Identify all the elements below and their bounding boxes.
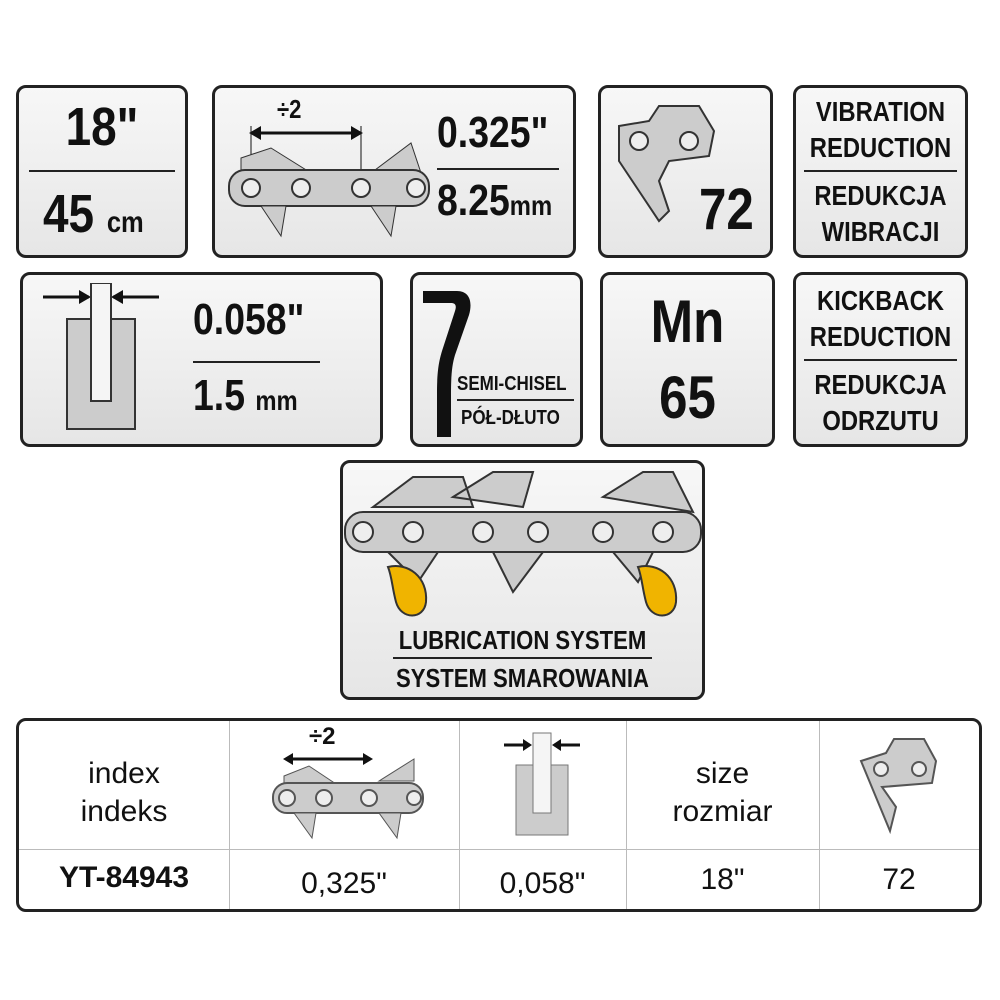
header-size-pl: rozmiar (672, 795, 773, 828)
steel-element: Mn (650, 288, 725, 355)
chisel-pl: PÓŁ-DŁUTO (461, 407, 560, 429)
links-panel: 72 (598, 85, 773, 258)
length-cm-value: 45 (43, 184, 95, 244)
gauge-icon (43, 283, 159, 430)
header-size-en: size (695, 757, 750, 790)
cell-index: YT-84943 (58, 861, 190, 894)
vibration-en-1: VIBRATION (815, 96, 946, 127)
gauge-mm: 1.5 mm (193, 371, 298, 421)
pitch-panel: ÷2 0.325" 8.25mm (212, 85, 576, 258)
cell-gauge: 0,058" (499, 867, 586, 900)
kickback-en-1: KICKBACK (817, 285, 944, 316)
spec-table: index indeks ÷2 size rozmiar YT-84943 0,32… (16, 718, 982, 912)
gauge-panel: 0.058" 1.5 mm (20, 272, 383, 447)
length-cm-unit: cm (106, 206, 144, 239)
table-pitch-icon (272, 753, 424, 840)
lubrication-en: LUBRICATION SYSTEM (398, 625, 647, 655)
header-index-pl: indeks (80, 795, 168, 828)
lubrication-pl: SYSTEM SMAROWANIA (396, 663, 649, 693)
oil-drop-left (386, 565, 428, 617)
header-index: index indeks (19, 755, 229, 831)
steel-number: 65 (659, 364, 716, 431)
chisel-en: SEMI-CHISEL (457, 373, 567, 395)
length-inches: 18" (65, 97, 139, 157)
gauge-mm-unit: mm (255, 385, 298, 416)
cell-size: 18" (700, 863, 745, 896)
header-index-en: index (88, 757, 160, 790)
header-size: size rozmiar (626, 755, 819, 831)
length-cm: 45 cm (43, 183, 144, 245)
kickback-pl-1: REDUKCJA (814, 369, 947, 400)
kickback-pl-2: ODRZUTU (822, 405, 939, 436)
vibration-reduction-panel: VIBRATION REDUCTION REDUKCJA WIBRACJI (793, 85, 968, 258)
pitch-mm-unit: mm (509, 190, 553, 221)
table-gauge-icon (504, 732, 580, 836)
pitch-mm: 8.25mm (437, 176, 552, 226)
gauge-inches: 0.058" (193, 295, 305, 344)
vibration-en-2: REDUCTION (809, 132, 952, 163)
length-panel: 18" 45 cm (16, 85, 188, 258)
cell-pitch: 0,325" (301, 867, 387, 900)
pitch-inches: 0.325" (437, 108, 549, 157)
vibration-pl-2: WIBRACJI (821, 216, 940, 247)
kickback-en-2: REDUCTION (809, 321, 952, 352)
header-pitch-divisor: ÷2 (309, 723, 336, 750)
drive-link-icon (618, 105, 716, 223)
lubrication-panel: LUBRICATION SYSTEM SYSTEM SMAROWANIA (340, 460, 705, 700)
semi-chisel-icon (423, 291, 471, 437)
oil-drop-right (636, 565, 678, 617)
vibration-pl-1: REDUKCJA (814, 180, 947, 211)
chain-pitch-icon (228, 126, 430, 238)
links-count: 72 (699, 177, 754, 242)
semi-chisel-panel: SEMI-CHISEL PÓŁ-DŁUTO (410, 272, 583, 447)
cell-links: 72 (882, 863, 916, 896)
pitch-mm-value: 8.25 (437, 176, 510, 225)
steel-panel: Mn 65 (600, 272, 775, 447)
table-drive-link-icon (859, 738, 938, 835)
gauge-mm-value: 1.5 (193, 371, 245, 420)
kickback-reduction-panel: KICKBACK REDUCTION REDUKCJA ODRZUTU (793, 272, 968, 447)
pitch-divisor: ÷2 (277, 94, 302, 124)
oiled-chain-icon (344, 471, 702, 617)
